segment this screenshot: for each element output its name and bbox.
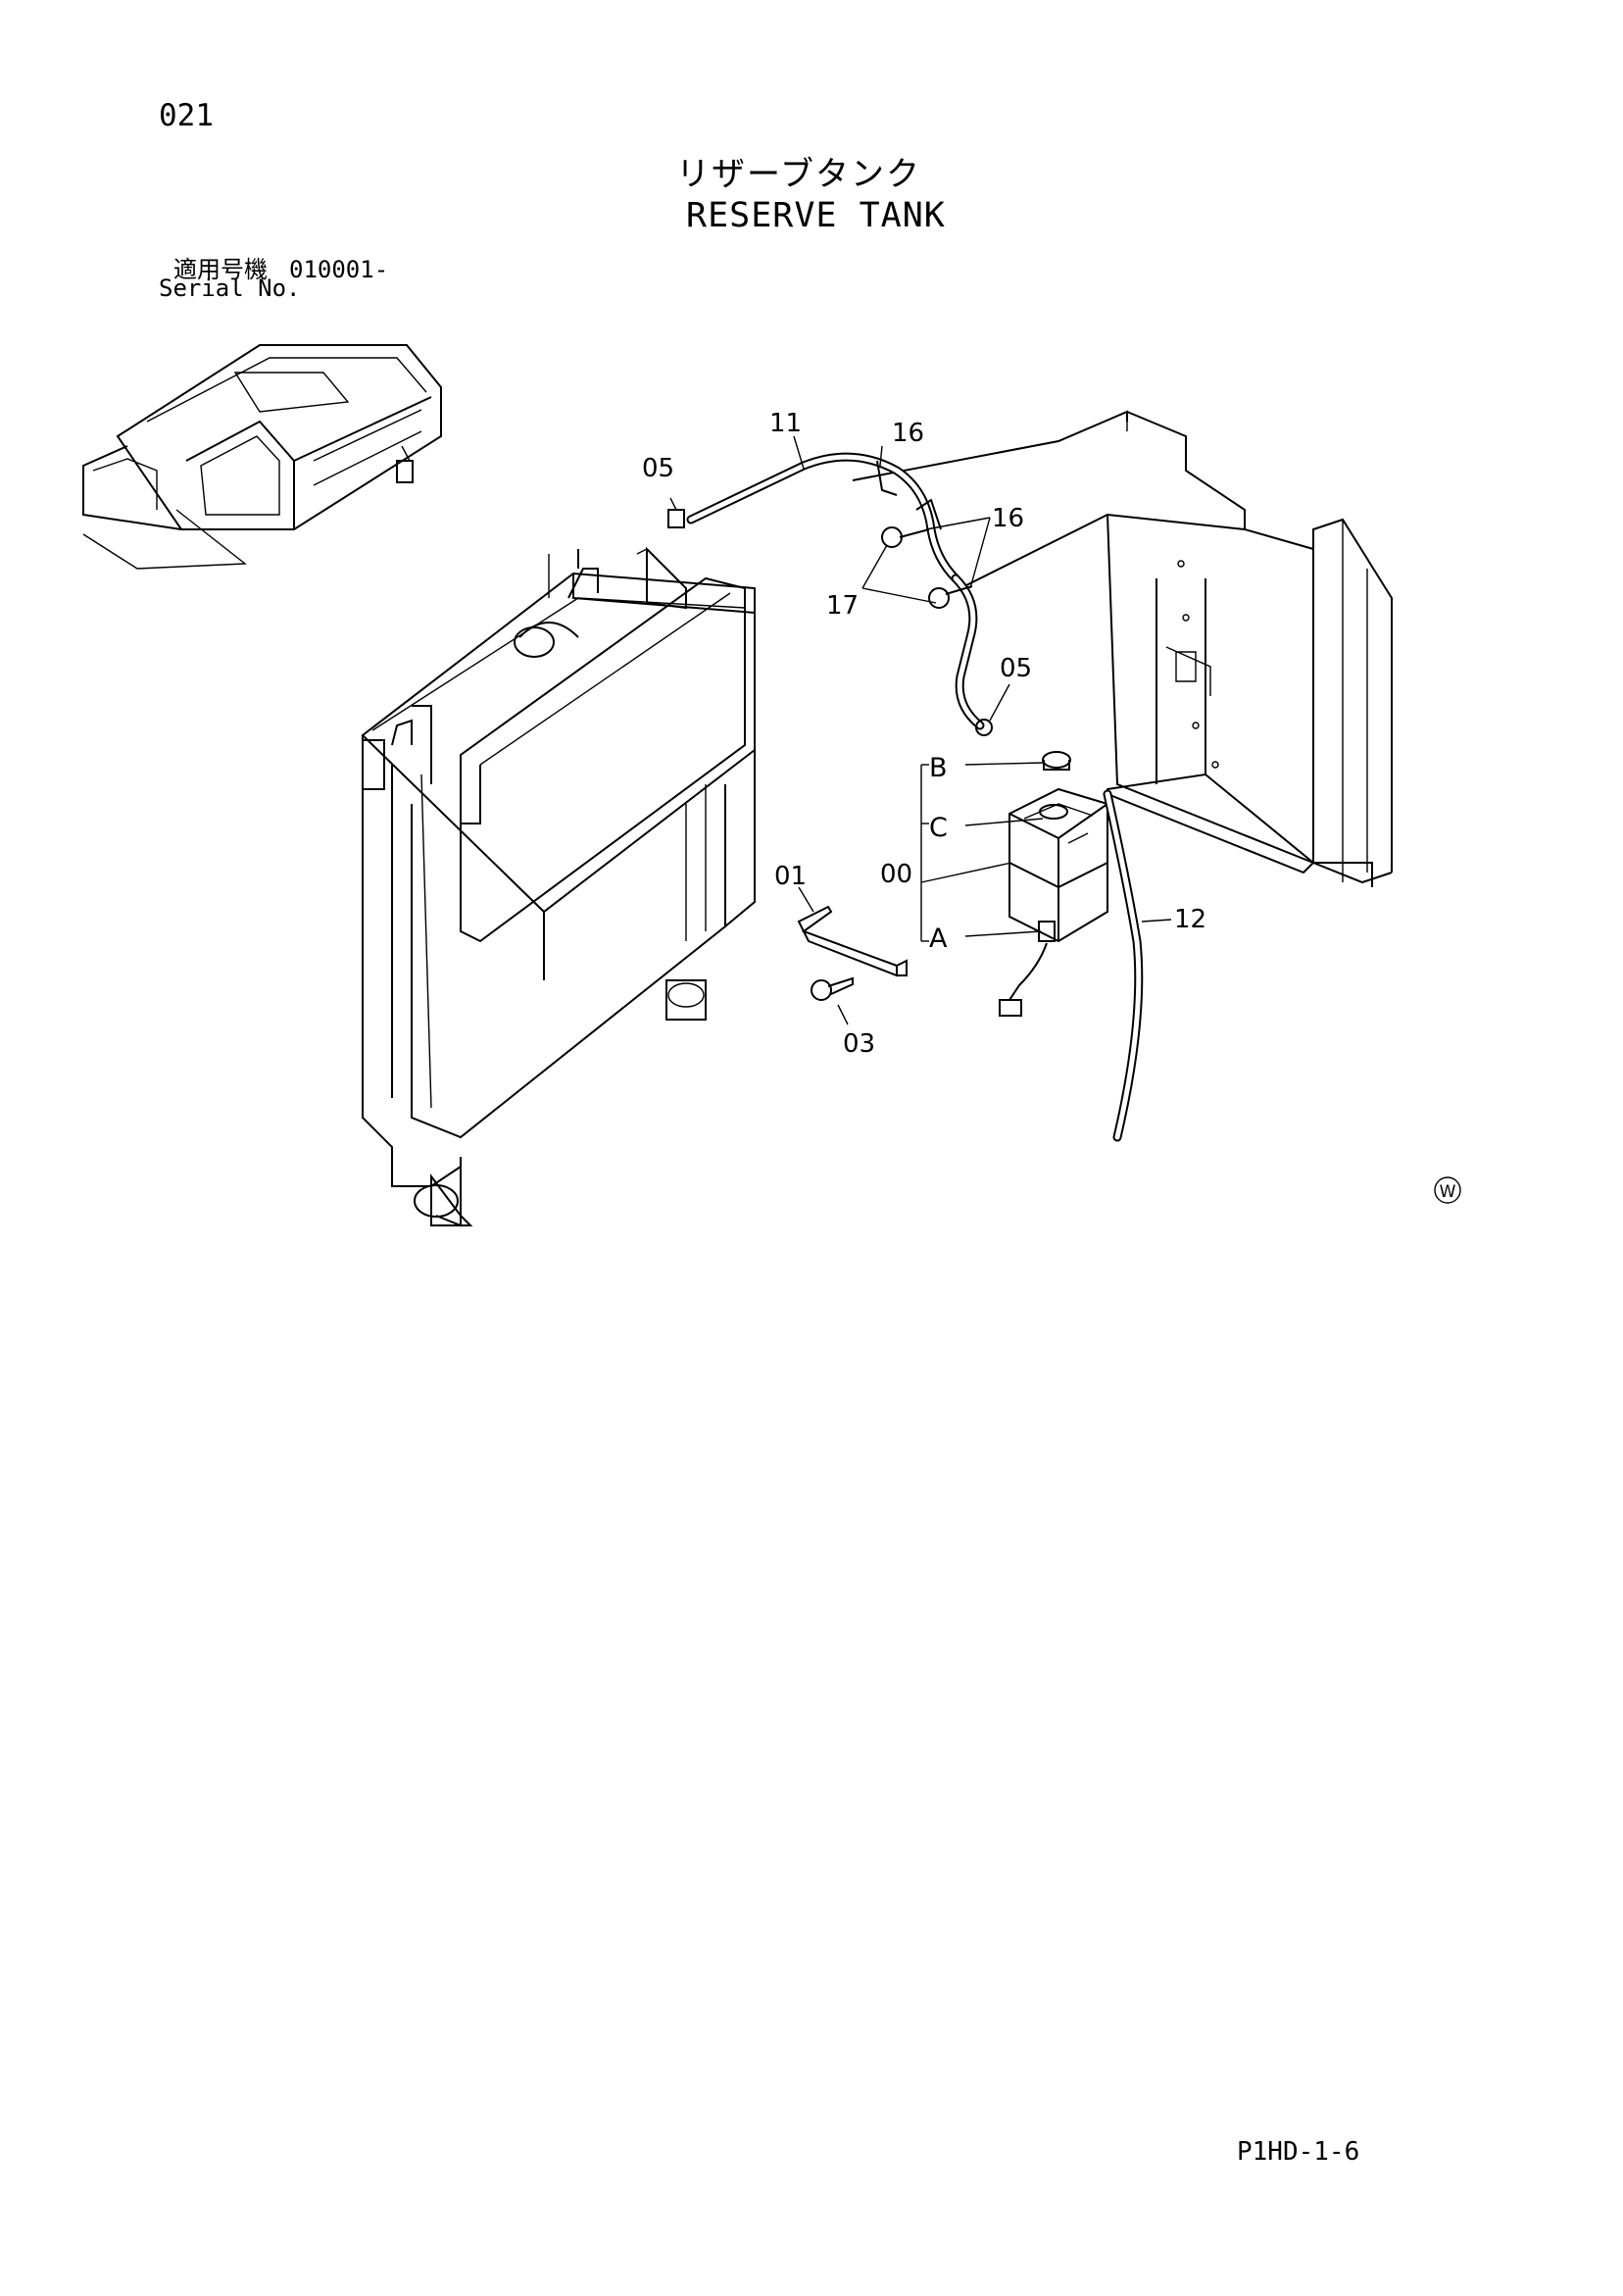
hose-11 <box>686 452 960 583</box>
serial-label-english: Serial No. <box>159 275 301 302</box>
leader-lines <box>669 435 1172 1025</box>
callout-12: 12 <box>1174 905 1206 934</box>
hose-upper-bend <box>951 574 985 730</box>
circled-w-letter: W <box>1440 1182 1456 1202</box>
frame-panel <box>852 410 1393 887</box>
title-english: RESERVE TANK <box>686 196 946 235</box>
page-number: 021 <box>159 98 214 133</box>
serial-label-japanese: 適用号機 <box>173 256 268 283</box>
callout-11: 11 <box>769 409 802 438</box>
callout-01: 01 <box>774 862 807 891</box>
reserve-tank-cap <box>1042 751 1071 771</box>
bolt-17-upper <box>881 526 930 548</box>
callout-05-upper: 05 <box>642 454 674 483</box>
callout-16-lower: 16 <box>992 504 1024 533</box>
drawing-reference-code: P1HD-1-6 <box>1237 2137 1360 2167</box>
bracket-01 <box>797 905 908 977</box>
hose-12 <box>1103 789 1144 1142</box>
callout-b: B <box>929 753 948 783</box>
serial-value: 010001- <box>289 256 389 283</box>
callout-a: A <box>929 923 948 954</box>
callout-05-lower: 05 <box>1000 654 1032 683</box>
clamp-05-lower <box>975 719 993 736</box>
clamp-05-upper <box>667 509 685 528</box>
callout-00: 00 <box>880 860 912 889</box>
callout-17: 17 <box>826 591 859 621</box>
machine-locator-thumbnail <box>82 344 442 570</box>
circled-w-mark: W <box>1434 1176 1461 1204</box>
radiator-assembly <box>361 546 756 1227</box>
bolt-03 <box>811 976 854 1001</box>
title-japanese: リザーブタンク <box>676 155 921 194</box>
serial-row-japanese: 適用号機 010001- <box>173 250 388 284</box>
callout-16-upper: 16 <box>892 419 924 448</box>
clamp-16 <box>876 460 942 530</box>
reserve-tank <box>1008 787 1108 943</box>
callout-03: 03 <box>843 1029 875 1059</box>
callout-c: C <box>929 813 948 843</box>
bolt-17-lower <box>928 585 973 609</box>
